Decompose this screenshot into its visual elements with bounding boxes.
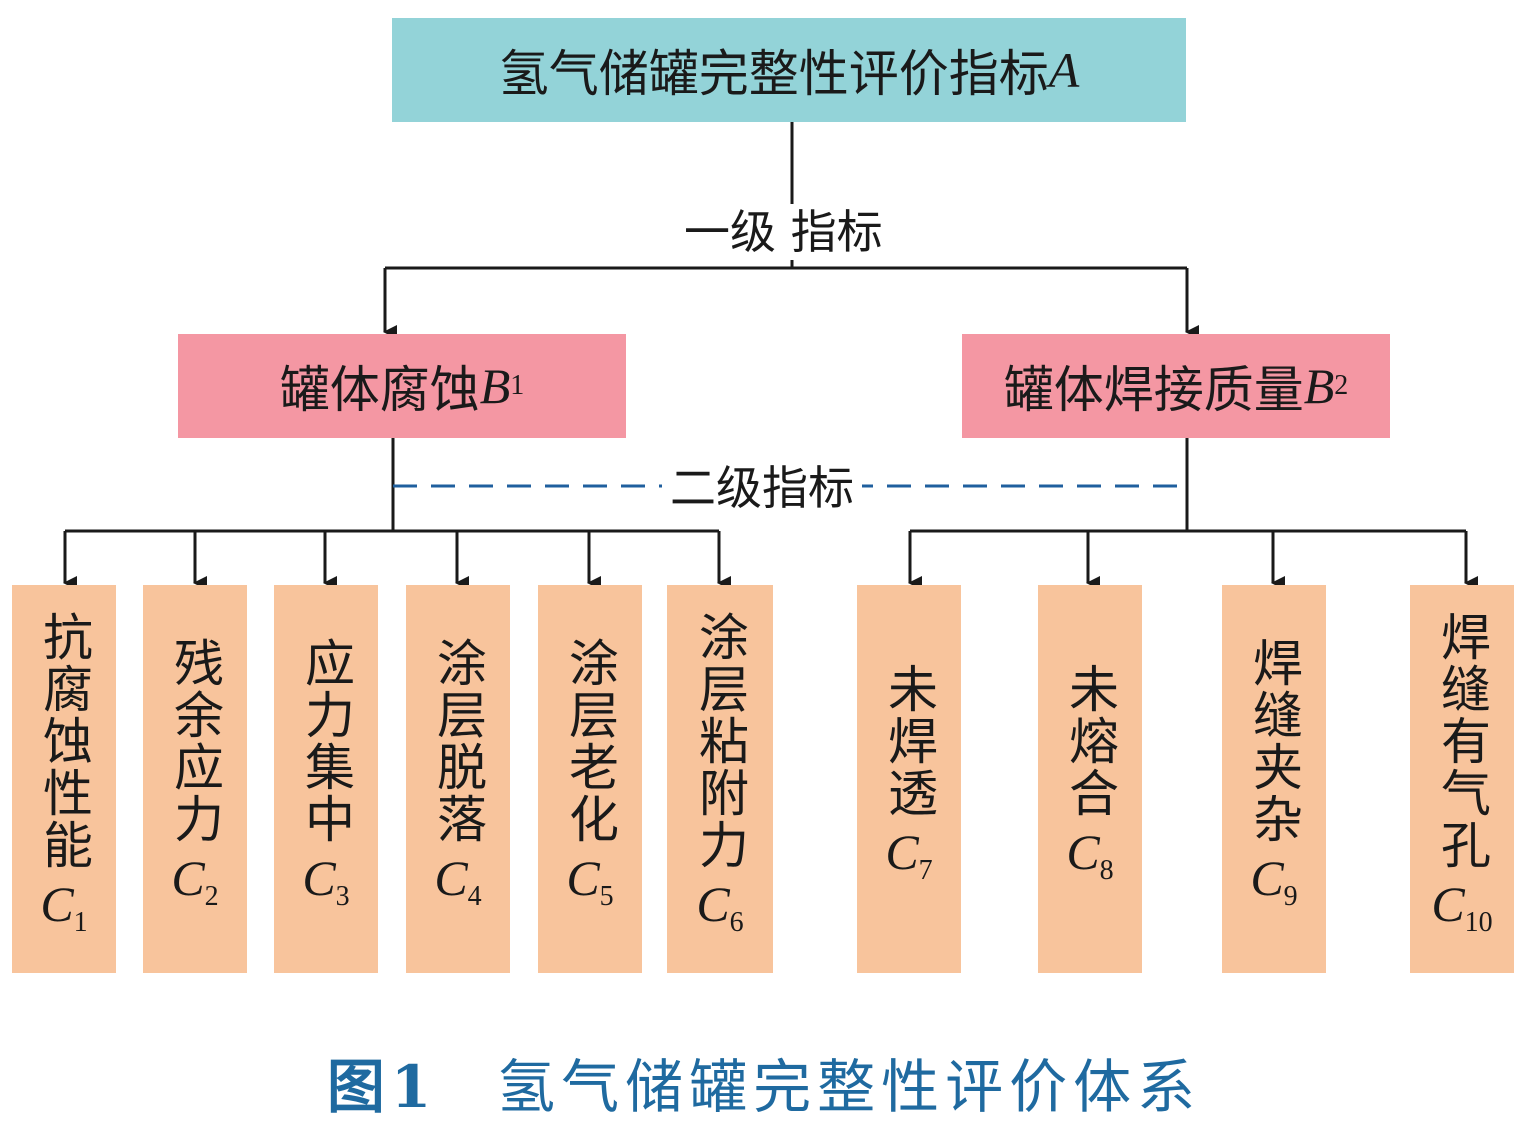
b2-sub: 2	[1334, 370, 1349, 401]
c1-node: 抗腐蚀性能 C1	[12, 585, 116, 973]
figure-caption: 图1 氢气储罐完整性评价体系	[0, 1040, 1528, 1124]
level2-label: 二级指标	[662, 460, 862, 516]
c3-code: C	[302, 849, 336, 906]
c9-sub: 9	[1283, 880, 1298, 912]
c9-node: 焊缝夹杂 C9	[1222, 585, 1326, 973]
c2-code: C	[171, 849, 205, 906]
c3-node: 应力集中 C3	[274, 585, 378, 973]
b2-code: B	[1303, 358, 1335, 414]
c5-label: 涂层老化	[561, 636, 619, 845]
c9-label: 焊缝夹杂	[1245, 636, 1303, 845]
c4-node: 涂层脱落 C4	[406, 585, 510, 973]
c4-code: C	[434, 849, 468, 906]
caption-title: 氢气储罐完整性评价体系	[497, 1053, 1202, 1121]
c8-sub: 8	[1099, 854, 1114, 886]
b1-label: 罐体腐蚀	[279, 361, 480, 419]
c1-label: 抗腐蚀性能	[35, 610, 93, 871]
c1-code: C	[40, 875, 74, 932]
c9-code: C	[1250, 849, 1284, 906]
c8-node: 未熔合 C8	[1038, 585, 1142, 973]
c1-sub: 1	[73, 906, 88, 938]
c10-node: 焊缝有气孔 C10	[1410, 585, 1514, 973]
level1-label: 一级 指标	[676, 204, 891, 260]
b1-sub: 1	[510, 370, 525, 401]
c3-label: 应力集中	[297, 636, 355, 845]
c10-sub: 10	[1464, 906, 1493, 938]
c7-node: 未焊透 C7	[857, 585, 961, 973]
c5-code: C	[566, 849, 600, 906]
c6-label: 涂层粘附力	[691, 610, 749, 871]
root-label: 氢气储罐完整性评价指标	[498, 45, 1049, 103]
b2-label: 罐体焊接质量	[1003, 361, 1304, 419]
root-code: A	[1048, 42, 1080, 98]
caption-number: 图1	[326, 1053, 438, 1121]
c3-sub: 3	[335, 880, 350, 912]
c7-label: 未焊透	[880, 662, 938, 819]
c10-code: C	[1431, 875, 1465, 932]
c2-sub: 2	[204, 880, 219, 912]
c6-sub: 6	[729, 906, 744, 938]
c5-sub: 5	[599, 880, 614, 912]
c10-label: 焊缝有气孔	[1433, 610, 1491, 871]
c6-node: 涂层粘附力 C6	[667, 585, 773, 973]
c7-code: C	[885, 823, 919, 880]
c6-code: C	[696, 875, 730, 932]
c5-node: 涂层老化 C5	[538, 585, 642, 973]
c8-code: C	[1066, 823, 1100, 880]
c4-sub: 4	[467, 880, 482, 912]
c2-label: 残余应力	[166, 636, 224, 845]
c4-label: 涂层脱落	[429, 636, 487, 845]
c8-label: 未熔合	[1061, 662, 1119, 819]
b1-code: B	[479, 358, 511, 414]
c7-sub: 7	[918, 854, 933, 886]
c2-node: 残余应力 C2	[143, 585, 247, 973]
